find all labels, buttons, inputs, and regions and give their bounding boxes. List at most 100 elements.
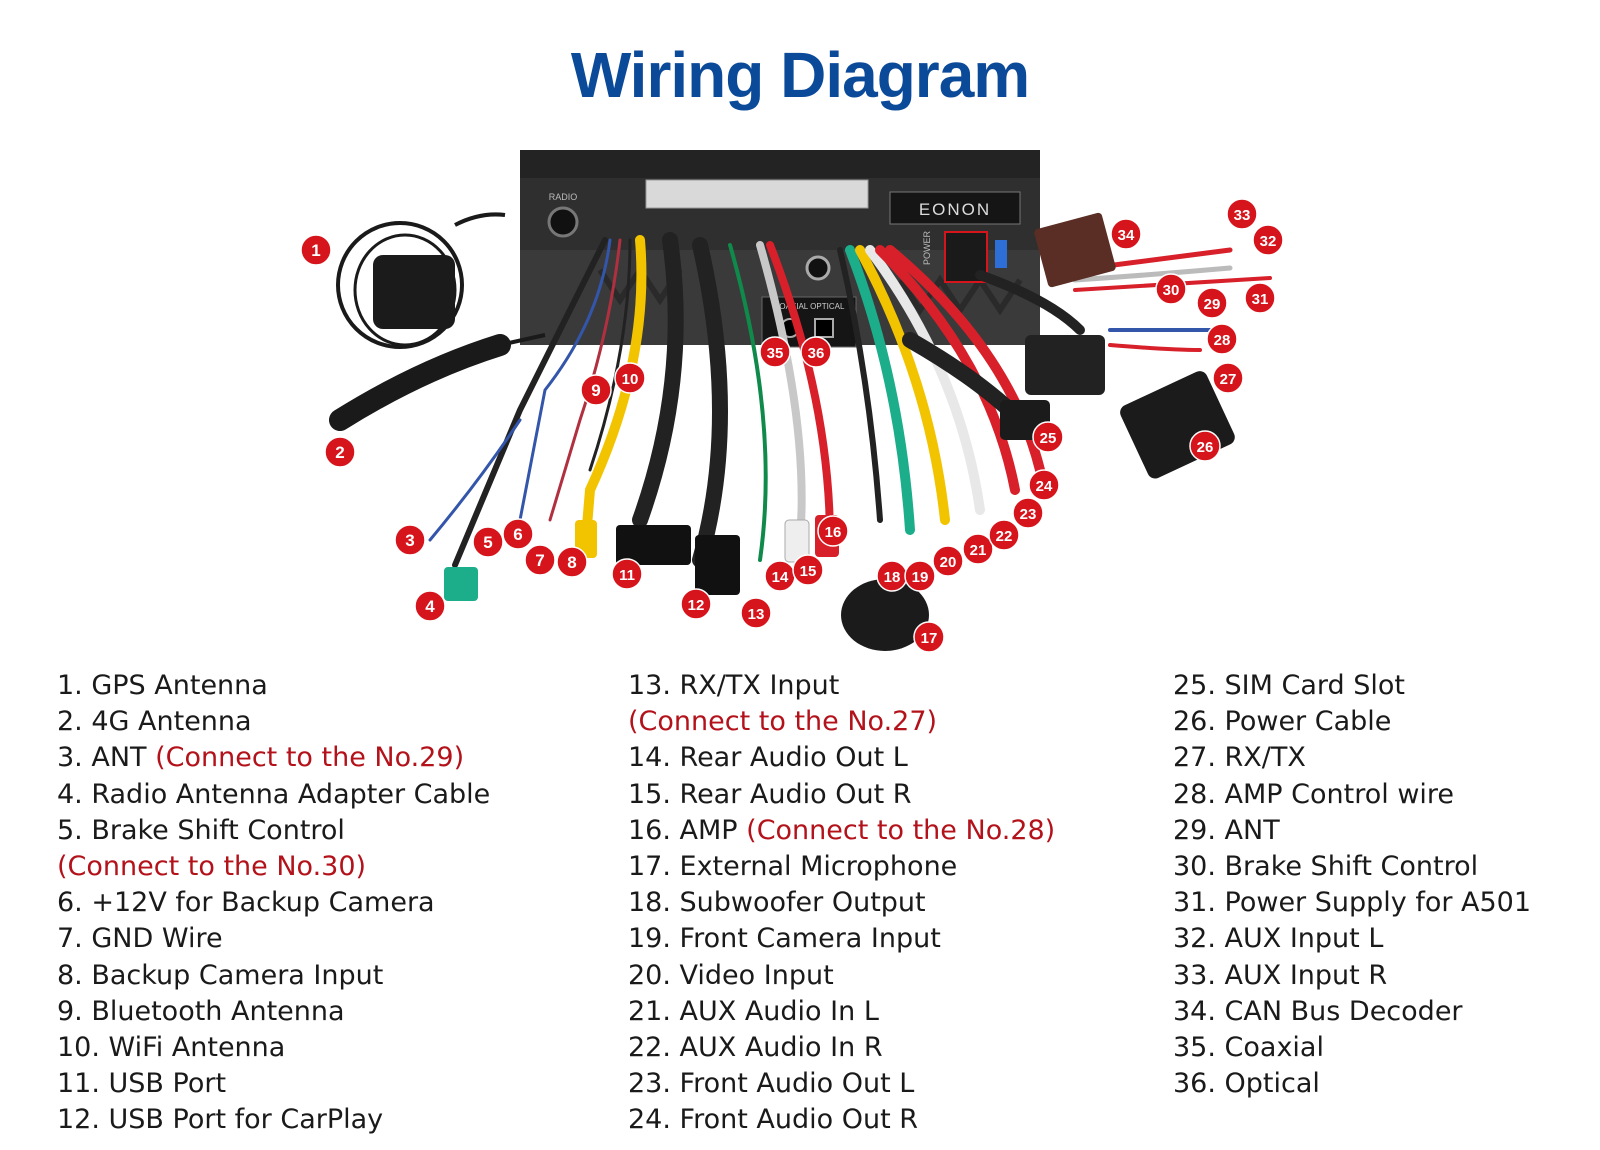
coax-optical-label: COAXIAL OPTICAL bbox=[774, 302, 845, 311]
marker-label: 2 bbox=[335, 443, 344, 462]
marker-27: 27 bbox=[1212, 362, 1244, 394]
page-title: Wiring Diagram bbox=[570, 39, 1030, 111]
marker-label: 35 bbox=[767, 345, 784, 362]
legend-item-label: 33. AUX Input R bbox=[1173, 959, 1388, 991]
legend-item-label: 19. Front Camera Input bbox=[628, 923, 941, 955]
legend-item: 31. Power Supply for A501 bbox=[1173, 885, 1531, 921]
marker-label: 36 bbox=[808, 345, 825, 362]
marker-circle bbox=[502, 518, 534, 550]
legend-column-2: 13. RX/TX Input(Connect to the No.27) 14.… bbox=[628, 668, 1055, 1139]
marker-circle bbox=[524, 544, 556, 576]
marker-label: 20 bbox=[940, 554, 957, 571]
legend-item: 3. ANT (Connect to the No.29) bbox=[57, 740, 490, 776]
marker-circle bbox=[1212, 362, 1244, 394]
marker-label: 5 bbox=[483, 533, 492, 552]
legend-item-note: (Connect to the No.27) bbox=[628, 706, 938, 738]
marker-circle bbox=[1189, 430, 1221, 462]
connectors bbox=[444, 212, 1235, 651]
wiring-illustration: EONON RADIO POWER COAXIAL OPTICAL bbox=[300, 150, 1284, 653]
marker-8: 8 bbox=[556, 546, 588, 578]
legend-item-label: 1. GPS Antenna bbox=[57, 670, 268, 701]
legend-item-label: 21. AUX Audio In L bbox=[628, 995, 879, 1027]
marker-3: 3 bbox=[394, 524, 426, 556]
legend-item: 16. AMP (Connect to the No.28) bbox=[628, 813, 1055, 849]
marker-31: 31 bbox=[1244, 282, 1276, 314]
marker-20: 20 bbox=[932, 545, 964, 577]
legend-item: 20. Video Input bbox=[628, 958, 1055, 994]
marker-circle bbox=[1028, 469, 1060, 501]
marker-circle bbox=[1155, 273, 1187, 305]
marker-10: 10 bbox=[614, 362, 646, 394]
marker-label: 16 bbox=[825, 524, 842, 541]
legend-item-label: 11. USB Port bbox=[57, 1068, 227, 1100]
legend-item-note: (Connect to the No.28) bbox=[746, 814, 1056, 846]
legend-item: 24. Front Audio Out R bbox=[628, 1102, 1055, 1138]
marker-circle bbox=[556, 546, 588, 578]
legend-item-label: 15. Rear Audio Out R bbox=[628, 778, 912, 810]
marker-label: 29 bbox=[1204, 296, 1221, 313]
marker-label: 13 bbox=[748, 606, 765, 623]
marker-11: 11 bbox=[611, 558, 643, 590]
marker-13: 13 bbox=[740, 597, 772, 629]
marker-circle bbox=[580, 374, 612, 406]
legend-item: 25. SIM Card Slot bbox=[1173, 668, 1531, 704]
radio-label: RADIO bbox=[549, 192, 578, 202]
marker-circle bbox=[1226, 198, 1258, 230]
marker-circle bbox=[611, 558, 643, 590]
marker-label: 3 bbox=[405, 531, 414, 550]
marker-label: 34 bbox=[1118, 227, 1135, 244]
marker-36: 36 bbox=[800, 336, 832, 368]
legend-item-label: 17. External Microphone bbox=[628, 851, 958, 883]
marker-30: 30 bbox=[1155, 273, 1187, 305]
marker-circle bbox=[759, 336, 791, 368]
legend-item-label: 23. Front Audio Out L bbox=[628, 1068, 915, 1100]
legend-item-label: 3. ANT bbox=[57, 742, 156, 774]
marker-label: 14 bbox=[772, 569, 789, 586]
legend-item: 11. USB Port bbox=[57, 1066, 490, 1102]
legend-item-label: 18. Subwoofer Output bbox=[628, 887, 926, 919]
legend-item: (Connect to the No.30) bbox=[57, 849, 490, 885]
legend-item: 27. RX/TX bbox=[1173, 740, 1531, 776]
marker-12: 12 bbox=[680, 588, 712, 620]
marker-circle bbox=[614, 362, 646, 394]
legend-item: 10. WiFi Antenna bbox=[57, 1030, 490, 1066]
marker-35: 35 bbox=[759, 336, 791, 368]
marker-33: 33 bbox=[1226, 198, 1258, 230]
legend-item-label: 30. Brake Shift Control bbox=[1173, 851, 1479, 883]
legend-item-label: 34. CAN Bus Decoder bbox=[1173, 995, 1463, 1027]
legend-item-label: 20. Video Input bbox=[628, 959, 834, 991]
marker-label: 28 bbox=[1214, 332, 1231, 349]
marker-7: 7 bbox=[524, 544, 556, 576]
marker-22: 22 bbox=[988, 519, 1020, 551]
marker-34: 34 bbox=[1110, 218, 1142, 250]
legend-item-label: 12. USB Port for CarPlay bbox=[57, 1104, 384, 1136]
legend-item: 1. GPS Antenna bbox=[57, 668, 490, 704]
legend-item: 22. AUX Audio In R bbox=[628, 1030, 1055, 1066]
legend-item-label: 25. SIM Card Slot bbox=[1173, 670, 1405, 701]
marker-label: 21 bbox=[970, 542, 987, 559]
marker-label: 1 bbox=[311, 241, 320, 260]
marker-circle bbox=[800, 336, 832, 368]
legend-item-label: 36. Optical bbox=[1173, 1068, 1320, 1100]
marker-circle bbox=[324, 436, 356, 468]
marker-label: 12 bbox=[688, 597, 705, 614]
marker-21: 21 bbox=[962, 533, 994, 565]
legend-item-label: 35. Coaxial bbox=[1173, 1032, 1324, 1064]
marker-16: 16 bbox=[817, 515, 849, 547]
legend-item: 19. Front Camera Input bbox=[628, 921, 1055, 957]
legend-item: 13. RX/TX Input bbox=[628, 668, 1055, 704]
legend-item: 30. Brake Shift Control bbox=[1173, 849, 1531, 885]
legend-item-label: 14. Rear Audio Out L bbox=[628, 742, 908, 774]
legend-item-note: (Connect to the No.30) bbox=[57, 851, 367, 883]
marker-circle bbox=[932, 545, 964, 577]
marker-label: 25 bbox=[1040, 430, 1057, 447]
marker-circle bbox=[962, 533, 994, 565]
legend-item: 34. CAN Bus Decoder bbox=[1173, 994, 1531, 1030]
marker-circle bbox=[1032, 421, 1064, 453]
legend-item: 21. AUX Audio In L bbox=[628, 994, 1055, 1030]
marker-28: 28 bbox=[1206, 323, 1238, 355]
legend-item: 36. Optical bbox=[1173, 1066, 1531, 1102]
legend-item-label: 31. Power Supply for A501 bbox=[1173, 887, 1532, 919]
